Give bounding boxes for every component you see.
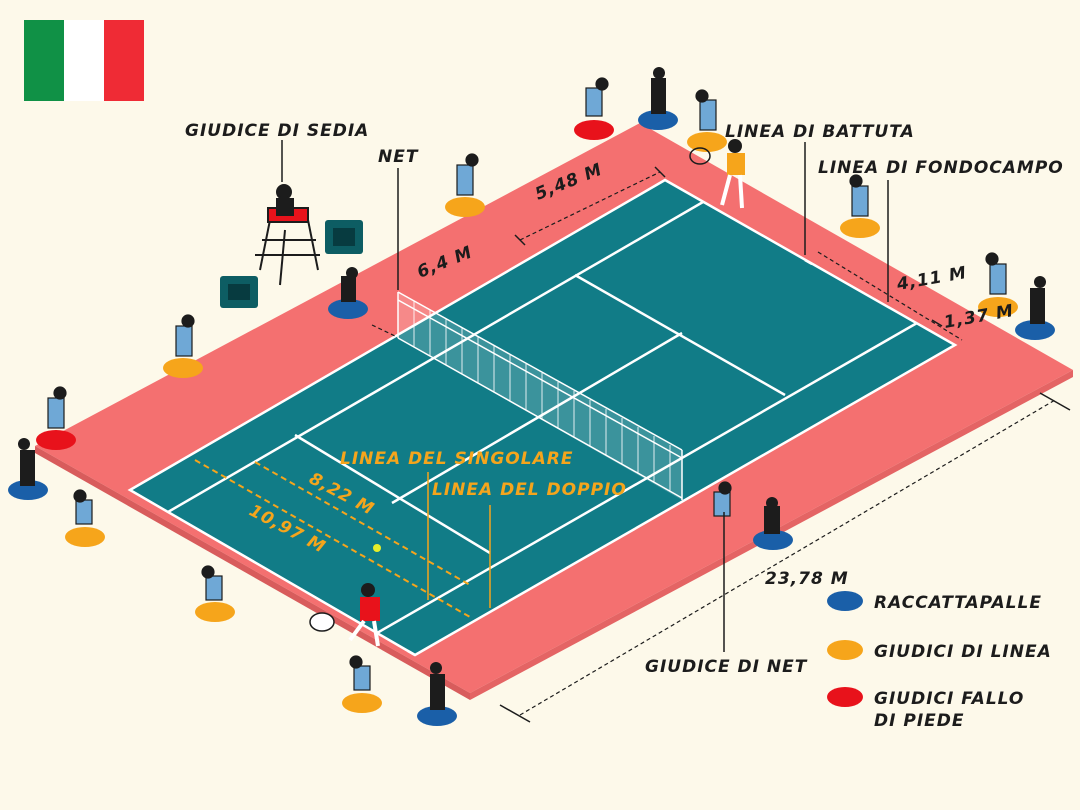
label-net-judge: Giudice di net <box>645 657 808 677</box>
foot-fault-disc <box>36 430 76 450</box>
legend-item-ball-kids: Raccattapalle <box>827 591 1042 613</box>
label-net: Net <box>378 147 419 167</box>
tennis-ball <box>373 544 381 552</box>
chair-umpire-stand <box>255 184 320 286</box>
flag-red-stripe <box>104 20 144 101</box>
ball-kid-figures <box>18 67 1046 710</box>
label-chair-umpire: Giudice di sedia <box>185 121 369 141</box>
legend: Raccattapalle Giudici di linea Giudici f… <box>827 591 1052 731</box>
player-far <box>689 139 745 209</box>
legend-label: Giudici fallo <box>874 689 1024 709</box>
baseline-mark-near <box>407 649 416 657</box>
officials <box>8 110 1055 726</box>
line-judge-figures <box>47 77 1007 691</box>
ball-kid-disc <box>417 706 457 726</box>
measure-ticks <box>499 166 1071 723</box>
line-judge-disc <box>445 197 485 217</box>
legend-item-foot-fault: Giudici fallo di piede <box>827 687 1024 731</box>
singles-sideline-left <box>167 200 704 514</box>
tennis-net <box>397 291 683 500</box>
label-leaders <box>281 140 889 652</box>
legend-swatch <box>827 591 863 611</box>
doubles-outline <box>127 178 958 657</box>
ball-kid-disc <box>1015 320 1055 340</box>
label-service-line: Linea di battuta <box>725 122 915 142</box>
label-singles-line: Linea del singolare <box>340 449 573 469</box>
ball-kid-disc <box>638 110 678 130</box>
surround-edge <box>35 446 470 700</box>
yellow-measure-guides <box>194 459 471 618</box>
player-bench <box>325 220 363 254</box>
flag-green-stripe <box>24 20 64 101</box>
player-near <box>309 544 381 647</box>
flag-white-stripe <box>64 20 104 101</box>
ball-kid-disc <box>8 480 48 500</box>
line-judge-disc <box>65 527 105 547</box>
legend-item-line-judges: Giudici di linea <box>827 640 1052 662</box>
foot-fault-disc <box>574 120 614 140</box>
line-judge-disc <box>163 358 203 378</box>
legend-label-line2: di piede <box>874 711 964 731</box>
label-baseline: Linea di fondocampo <box>818 158 1064 178</box>
label-doubles-line: Linea del doppio <box>432 480 627 500</box>
player-bench <box>220 276 258 308</box>
baseline-mark-far <box>804 258 813 266</box>
legend-label: Raccattapalle <box>874 593 1042 613</box>
measure-guides <box>371 171 1056 716</box>
yellow-leaders <box>427 472 491 608</box>
line-judge-disc <box>687 132 727 152</box>
italian-flag <box>24 20 144 101</box>
service-line-near <box>294 433 491 555</box>
legend-swatch <box>827 640 863 660</box>
legend-label: Giudici di linea <box>874 642 1052 662</box>
line-judge-disc <box>978 297 1018 317</box>
line-judge-disc <box>195 602 235 622</box>
center-service-line <box>391 331 683 505</box>
measure-court-length: 23,78 m <box>765 569 849 589</box>
ball-kid-disc <box>753 530 793 550</box>
line-judge-disc <box>342 693 382 713</box>
ball-kid-disc <box>328 299 368 319</box>
line-judge-disc <box>840 218 880 238</box>
legend-swatch <box>827 687 863 707</box>
